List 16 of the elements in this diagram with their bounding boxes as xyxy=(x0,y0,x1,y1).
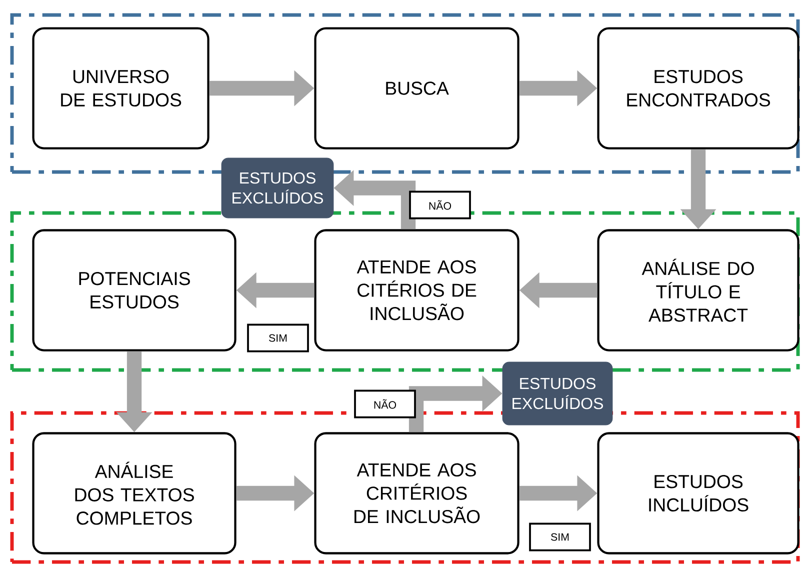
edge-label: SIM xyxy=(247,324,309,352)
edge-label: SIM xyxy=(529,522,591,552)
excluded-box: ESTUDOS EXCLUÍDOS xyxy=(221,158,334,218)
process-box: ESTUDOS INCLUÍDOS xyxy=(597,432,800,554)
process-box: ESTUDOS ENCONTRADOS xyxy=(597,27,800,150)
process-box: ANÁLISE DOS TEXTOS COMPLETOS xyxy=(32,432,236,554)
process-box: BUSCA xyxy=(314,27,520,150)
excluded-box: ESTUDOS EXCLUÍDOS xyxy=(502,362,613,426)
process-box: ATENDE AOS CITÉRIOS DE INCLUSÃO xyxy=(314,229,520,352)
process-box: POTENCIAIS ESTUDOS xyxy=(32,229,236,352)
process-box: ATENDE AOS CRITÉRIOS DE INCLUSÃO xyxy=(314,432,520,554)
edge-label: NÃO xyxy=(354,390,416,418)
process-box: UNIVERSO DE ESTUDOS xyxy=(32,27,210,150)
process-box: ANÁLISE DO TÍTULO E ABSTRACT xyxy=(597,229,800,352)
edge-label: NÃO xyxy=(409,190,471,220)
dashed-region xyxy=(10,13,800,174)
